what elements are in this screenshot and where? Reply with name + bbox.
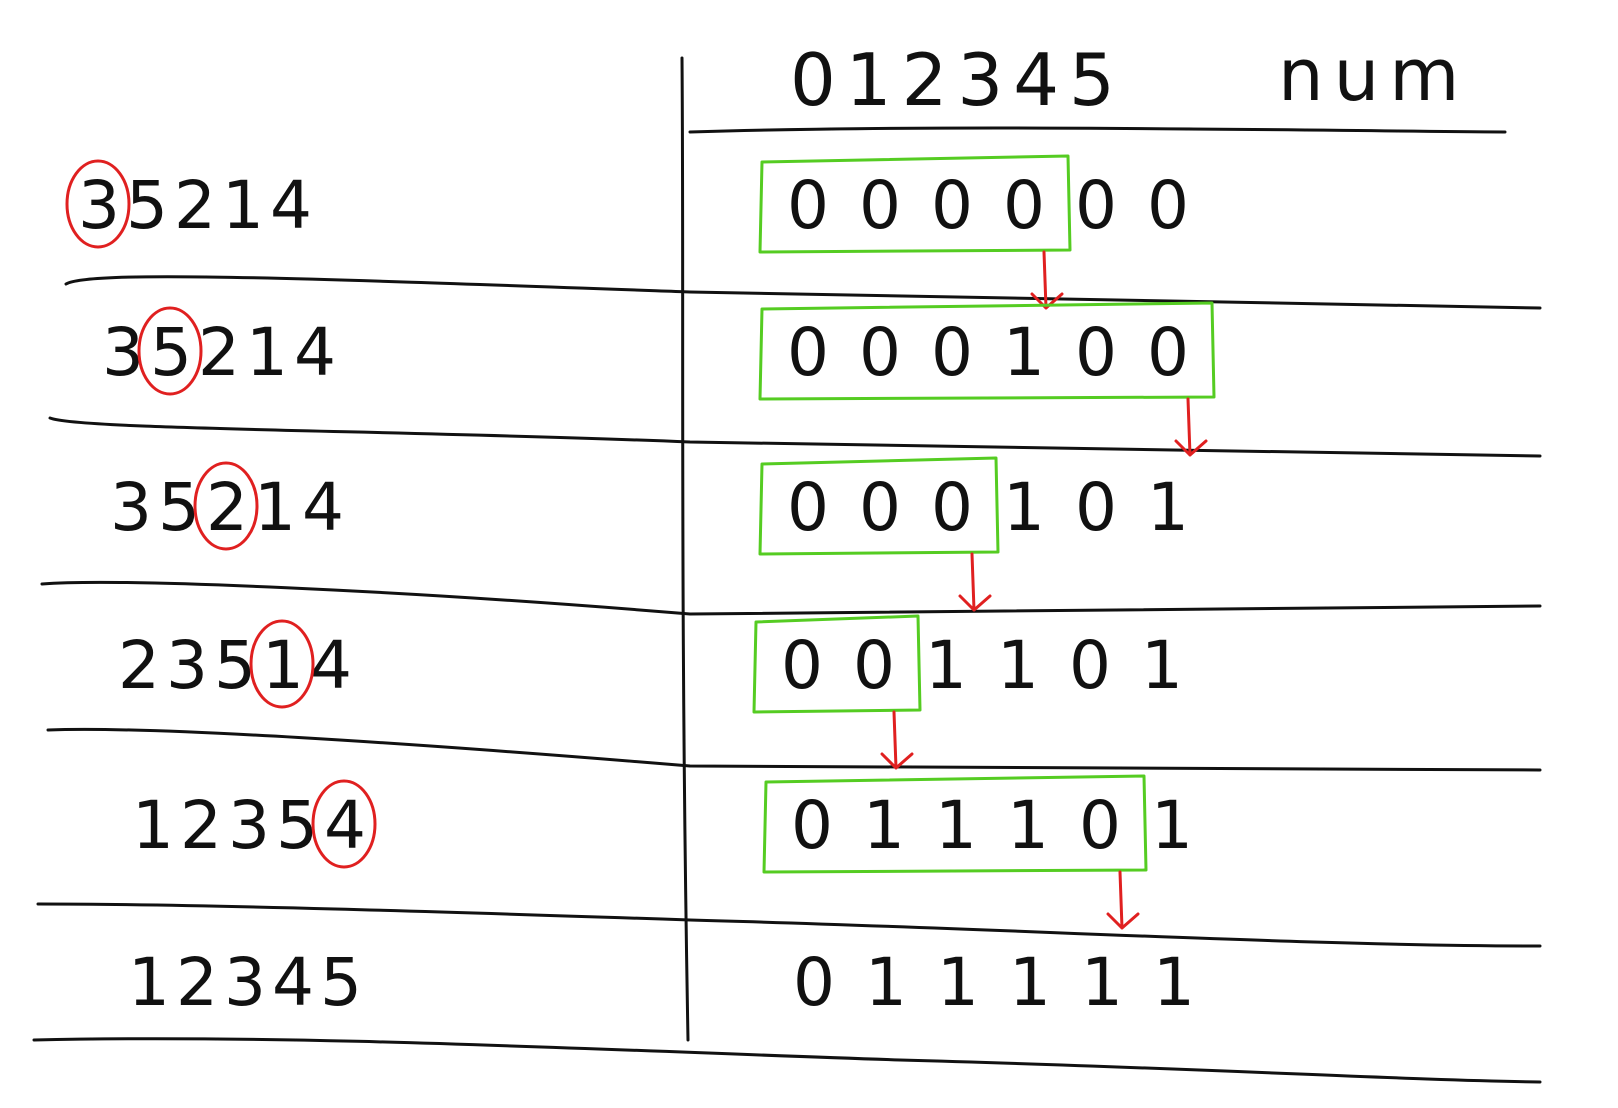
prefix-box (752, 614, 922, 714)
perm-digit: 2 (180, 787, 238, 864)
perm-digit: 4 (302, 469, 360, 546)
highlight-circle (311, 779, 377, 869)
highlight-circle (193, 461, 259, 551)
perm-digit: 3 (228, 787, 286, 864)
bit-cell: 1 (1003, 469, 1045, 546)
bit-cell: 1 (1081, 944, 1123, 1021)
transition-arrow (1174, 397, 1208, 457)
bit-cell: 1 (1151, 787, 1193, 864)
perm-digit: 4 (270, 167, 328, 244)
prefix-box (758, 456, 1000, 556)
row-separator (40, 580, 1542, 616)
vertical-divider (680, 56, 690, 1042)
bit-cell: 1 (937, 944, 979, 1021)
bit-cell: 0 (1075, 167, 1117, 244)
bit-cell: 0 (1147, 167, 1189, 244)
perm-digit: 5 (150, 314, 208, 391)
perm-digit: 2 (176, 944, 234, 1021)
perm-digit: 3 (110, 469, 168, 546)
bit-cell: 0 (1147, 314, 1189, 391)
row-separator (46, 727, 1542, 772)
perm-digit: 3 (102, 314, 160, 391)
perm-digit: 1 (128, 944, 186, 1021)
transition-arrow (1106, 870, 1140, 930)
bit-cell: 0 (859, 314, 901, 391)
perm-digit: 3 (224, 944, 282, 1021)
perm-digit: 2 (174, 167, 232, 244)
highlight-circle (249, 619, 315, 709)
row-separator (32, 1037, 1542, 1084)
bit-cell: 0 (787, 314, 829, 391)
header-underline (688, 126, 1507, 134)
bit-cell: 1 (1009, 944, 1051, 1021)
perm-digit: 2 (118, 627, 176, 704)
perm-digit: 4 (272, 944, 330, 1021)
perm-digit: 1 (246, 314, 304, 391)
bit-cell: 0 (1079, 787, 1121, 864)
perm-digit: 1 (262, 627, 320, 704)
bit-cell: 0 (1069, 627, 1111, 704)
highlight-circle (137, 306, 203, 396)
perm-digit: 1 (132, 787, 190, 864)
bit-cell: 1 (997, 627, 1039, 704)
bit-cell: 1 (1141, 627, 1183, 704)
highlight-circle (65, 159, 131, 249)
perm-digit: 3 (78, 167, 136, 244)
perm-digit: 4 (294, 314, 352, 391)
bit-cell: 1 (1147, 469, 1189, 546)
bit-cell: 1 (1007, 787, 1049, 864)
perm-digit: 1 (222, 167, 280, 244)
transition-arrow (880, 710, 914, 770)
transition-arrow (1030, 250, 1064, 310)
bit-cell: 0 (1003, 167, 1045, 244)
perm-digit: 5 (126, 167, 184, 244)
prefix-box (762, 774, 1148, 874)
bit-cell: 0 (791, 787, 833, 864)
perm-digit: 3 (166, 627, 224, 704)
bit-cell: 0 (931, 167, 973, 244)
row-separator (64, 275, 1542, 310)
bit-cell: 0 (1075, 469, 1117, 546)
perm-digit: 4 (324, 787, 382, 864)
perm-digit: 5 (158, 469, 216, 546)
perm-digit: 4 (310, 627, 368, 704)
bit-cell: 0 (931, 314, 973, 391)
bit-cell: 0 (931, 469, 973, 546)
bit-cell: 1 (935, 787, 977, 864)
prefix-box (758, 154, 1072, 254)
index-header: 012345 (790, 38, 1125, 122)
bit-cell: 1 (865, 944, 907, 1021)
bit-cell: 0 (787, 469, 829, 546)
row-separator (36, 902, 1542, 948)
bit-cell: 1 (925, 627, 967, 704)
bit-cell: 0 (793, 944, 835, 1021)
prefix-box (758, 301, 1216, 401)
perm-digit: 2 (198, 314, 256, 391)
perm-digit: 1 (254, 469, 312, 546)
perm-digit: 5 (320, 944, 378, 1021)
bit-cell: 1 (1003, 314, 1045, 391)
bit-cell: 1 (1153, 944, 1195, 1021)
bit-cell: 1 (863, 787, 905, 864)
perm-digit: 5 (214, 627, 272, 704)
row-separator (48, 416, 1542, 458)
bit-cell: 0 (859, 469, 901, 546)
bit-cell: 0 (853, 627, 895, 704)
num-label: num (1278, 33, 1469, 117)
bit-cell: 0 (1075, 314, 1117, 391)
perm-digit: 5 (276, 787, 334, 864)
bit-cell: 0 (859, 167, 901, 244)
bit-cell: 0 (781, 627, 823, 704)
transition-arrow (958, 552, 992, 612)
bit-cell: 0 (787, 167, 829, 244)
perm-digit: 2 (206, 469, 264, 546)
